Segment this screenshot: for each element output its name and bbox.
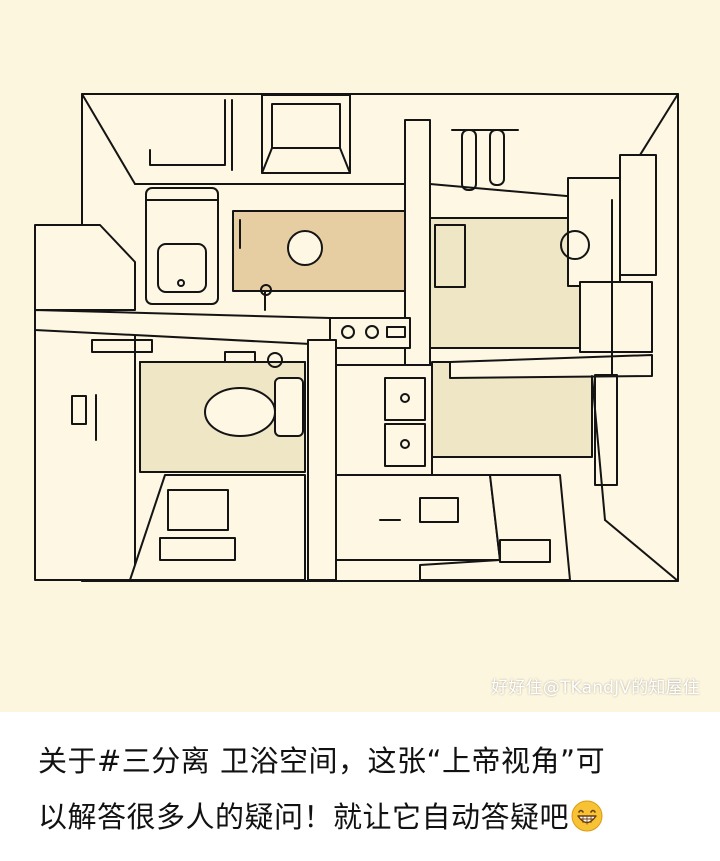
post-caption: 关于#三分离 卫浴空间，这张“上帝视角”可 以解答很多人的疑问！就让它自动答疑吧 bbox=[0, 712, 720, 861]
grinning-face-icon bbox=[571, 800, 603, 832]
floor-plan-drawing bbox=[34, 93, 679, 582]
caption-line-2: 以解答很多人的疑问！就让它自动答疑吧 bbox=[38, 784, 684, 850]
watermark: 好好住@TKandJV的知屋住 bbox=[491, 678, 700, 698]
caption-line-1: 关于#三分离 卫浴空间，这张“上帝视角”可 bbox=[38, 744, 606, 778]
caption-line-2-text: 以解答很多人的疑问！就让它自动答疑吧 bbox=[38, 800, 570, 834]
bathroom-illustration: 好好住@TKandJV的知屋住 bbox=[0, 0, 720, 712]
